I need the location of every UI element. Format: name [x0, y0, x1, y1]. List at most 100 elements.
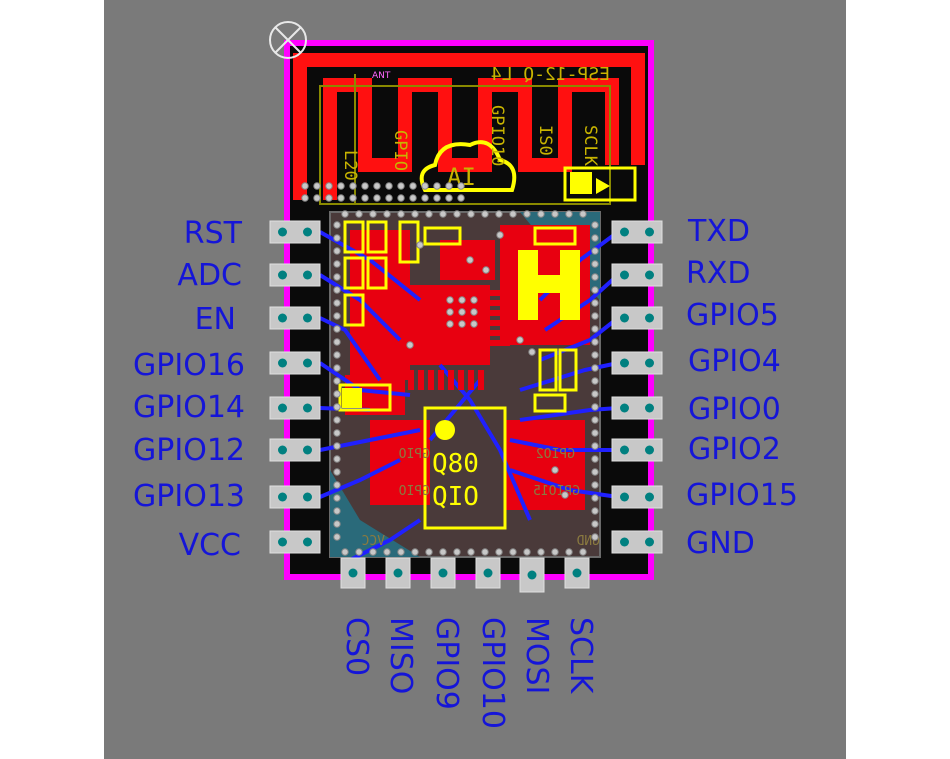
via-101: [495, 548, 503, 556]
pad-right-7: [611, 485, 663, 509]
via-123: [516, 336, 524, 344]
via-15: [385, 194, 393, 202]
via-113: [579, 548, 587, 556]
via-93: [439, 548, 447, 556]
antenna-keepout: [319, 85, 611, 205]
via-104: [523, 210, 531, 218]
via-28: [333, 221, 341, 229]
pad-left-4-hole: [278, 358, 287, 368]
pad-right-2: [611, 263, 663, 287]
pad-right-2-hole: [620, 270, 629, 280]
via-108: [551, 210, 559, 218]
module-name: ESP-12-Q L4: [491, 64, 610, 85]
pad-left-4: [269, 351, 321, 375]
via-61: [591, 429, 599, 437]
pin-label-gpio2: GPIO2: [688, 432, 781, 467]
silk-mark-1: L20: [340, 150, 360, 181]
pin-label-rxd: RXD: [686, 256, 751, 291]
via-31: [591, 234, 599, 242]
via-70: [333, 494, 341, 502]
via-54: [333, 390, 341, 398]
via-74: [333, 520, 341, 528]
via-68: [333, 481, 341, 489]
silk-small-1: GPIO: [399, 447, 430, 462]
via-87: [397, 548, 405, 556]
pad-right-5-hole: [645, 403, 654, 413]
pad-right-5: [611, 396, 663, 420]
via-4: [325, 182, 333, 190]
pad-right-4: [611, 351, 663, 375]
via-71: [591, 494, 599, 502]
via-82: [369, 210, 377, 218]
pin-label-adc: ADC: [177, 258, 242, 293]
via-97: [467, 548, 475, 556]
via-55: [591, 390, 599, 398]
pin-label-gpio16: GPIO16: [133, 348, 245, 383]
via-75: [591, 520, 599, 528]
pin-label-gpio15: GPIO15: [686, 478, 798, 513]
via-2: [313, 182, 321, 190]
pad-bottom-5-hole: [527, 570, 537, 580]
via-64: [333, 455, 341, 463]
via-19: [409, 194, 417, 202]
via-22: [433, 182, 441, 190]
via-11: [361, 194, 369, 202]
via-106: [537, 210, 545, 218]
via-102: [509, 210, 517, 218]
via-14: [385, 182, 393, 190]
via-13: [373, 194, 381, 202]
via-69: [591, 481, 599, 489]
pin-label-sclk: SCLK: [563, 617, 598, 694]
via-65: [591, 455, 599, 463]
via-45: [591, 325, 599, 333]
silk-small-4: GPIO15: [533, 484, 580, 499]
via-36: [333, 273, 341, 281]
via-86: [397, 210, 405, 218]
silk-mark-3: GPIO10: [487, 105, 507, 166]
pad-left-7-hole: [278, 492, 287, 502]
via-18: [409, 182, 417, 190]
via-12: [373, 182, 381, 190]
via-58: [333, 416, 341, 424]
via-9: [349, 194, 357, 202]
via-51: [591, 364, 599, 372]
via-52: [333, 377, 341, 385]
pin-label-gpio13: GPIO13: [133, 479, 245, 514]
via-76: [333, 533, 341, 541]
pad-left-8: [269, 530, 321, 554]
pad-left-7: [269, 485, 321, 509]
via-42: [333, 312, 341, 320]
pin-label-cs0: CS0: [339, 617, 374, 677]
via-38: [333, 286, 341, 294]
via-72: [333, 507, 341, 515]
via-91: [425, 548, 433, 556]
pad-right-3-hole: [620, 313, 629, 323]
via-30: [333, 234, 341, 242]
via-66: [333, 468, 341, 476]
pad-left-5-hole: [278, 403, 287, 413]
via-3: [313, 194, 321, 202]
ant-tag: ANT: [372, 71, 391, 81]
via-23: [433, 194, 441, 202]
pin-label-gpio10: GPIO10: [475, 617, 510, 729]
pad-left-1: [269, 220, 321, 244]
pin-label-mosi: MOSI: [519, 617, 554, 695]
pad-right-8-hole: [620, 537, 629, 547]
via-107: [537, 548, 545, 556]
silk-vertical-marks: L20 GPIO GPIO10 IS0 SCLK: [340, 105, 600, 181]
pad-right-6: [611, 438, 663, 462]
via-112: [579, 210, 587, 218]
silk-small-2: GPIO: [399, 484, 430, 499]
pad-right-7-hole: [645, 492, 654, 502]
chip-pins: [408, 290, 510, 390]
via-94: [453, 210, 461, 218]
pin-label-vcc: VCC: [178, 528, 241, 563]
pad-left-8-hole: [278, 537, 287, 547]
via-105: [523, 548, 531, 556]
pad-right-8: [611, 530, 663, 554]
silk-mark-2: GPIO: [390, 130, 410, 171]
via-56: [333, 403, 341, 411]
via-63: [591, 442, 599, 450]
via-32: [333, 247, 341, 255]
silk-mark-4: IS0: [535, 125, 555, 156]
